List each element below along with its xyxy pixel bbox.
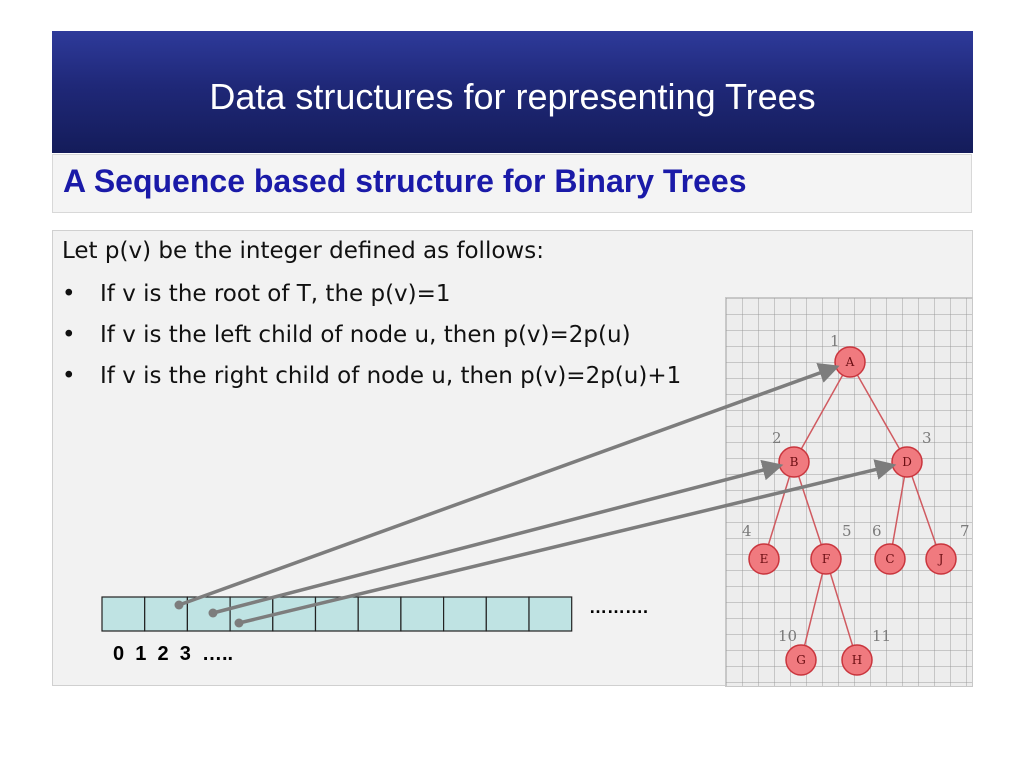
intro-text: Let p(v) be the integer defined as follo… <box>62 238 544 264</box>
tree-panel <box>725 297 973 687</box>
bullet-text: If v is the root of T, the p(v)=1 <box>100 281 451 307</box>
bullet-symbol: • <box>62 322 76 348</box>
bullet-text: If v is the left child of node u, then p… <box>100 322 631 348</box>
bullet-item: • If v is the root of T, the p(v)=1 <box>62 281 451 307</box>
subtitle-box: A Sequence based structure for Binary Tr… <box>52 154 972 213</box>
bullet-item: • If v is the right child of node u, then… <box>62 363 681 389</box>
array-index-labels: 0 1 2 3 ….. <box>113 643 234 665</box>
array-ellipsis: ………. <box>589 597 649 617</box>
bullet-symbol: • <box>62 281 76 307</box>
slide-subtitle: A Sequence based structure for Binary Tr… <box>63 163 747 199</box>
slide-title: Data structures for representing Trees <box>209 76 816 117</box>
bullet-symbol: • <box>62 363 76 389</box>
bullet-text: If v is the right child of node u, then … <box>100 363 682 389</box>
bullet-item: • If v is the left child of node u, then … <box>62 322 631 348</box>
title-bar: Data structures for representing Trees <box>52 31 973 153</box>
